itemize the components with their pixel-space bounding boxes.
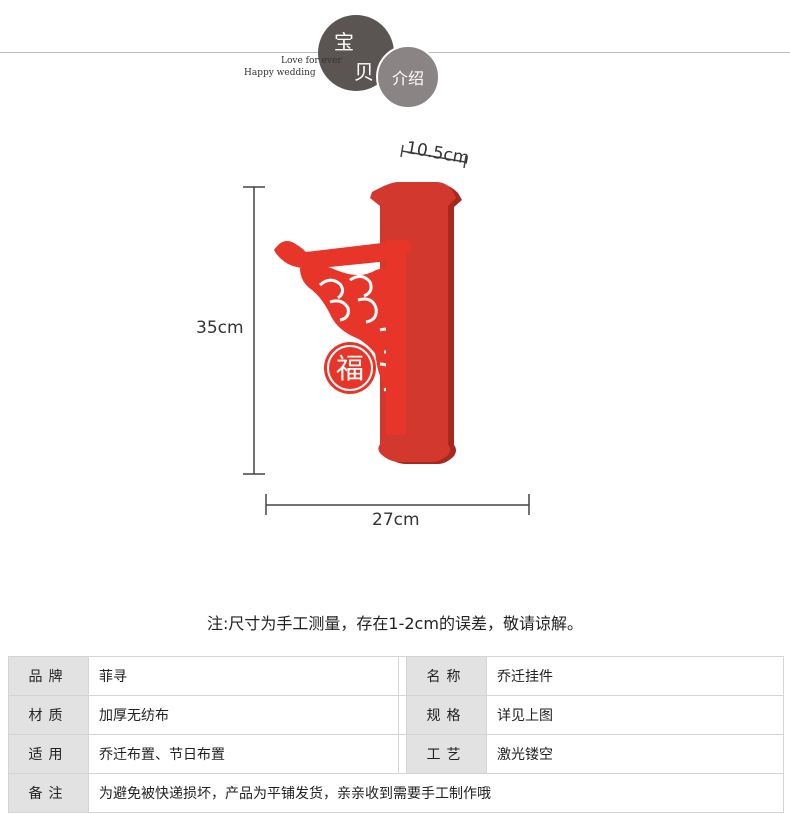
use-label: 适用 (8, 734, 89, 774)
measurement-note: 注:尺寸为手工测量，存在1-2cm的误差，敬请谅解。 (207, 614, 583, 633)
section-header: 宝 贝 介绍 Love for ever Happy wedding (0, 0, 790, 110)
brand-label: 品牌 (8, 656, 89, 696)
width-label: 27cm (372, 510, 420, 530)
slogan-line-2: Happy wedding (244, 68, 316, 78)
badge-char-1: 宝 (334, 30, 354, 54)
slogan-line-1: Love for ever (281, 56, 342, 66)
badge-circle-light: 介绍 (376, 45, 440, 109)
product-image: 福 (243, 144, 530, 515)
spec-gap (398, 695, 407, 735)
badge-char-2: 贝 (354, 60, 374, 84)
remark-value: 为避免被快递损坏，产品为平铺发货，亲亲收到需要手工制作哦 (88, 773, 784, 813)
size-value: 详见上图 (486, 695, 784, 735)
spec-table: 品牌 菲寻 名称 乔迁挂件 材质 加厚无纺布 规格 详见上图 适用 乔迁布置、节… (8, 656, 784, 813)
height-dimension-line (243, 186, 265, 475)
spec-row: 品牌 菲寻 名称 乔迁挂件 (8, 656, 784, 696)
material-value: 加厚无纺布 (88, 695, 399, 735)
use-value: 乔迁布置、节日布置 (88, 734, 399, 774)
spec-row: 备注 为避免被快递损坏，产品为平铺发货，亲亲收到需要手工制作哦 (8, 773, 784, 813)
spec-gap (398, 734, 407, 774)
craft-value: 激光镂空 (486, 734, 784, 774)
shelf-arm (274, 240, 412, 269)
size-label: 规格 (406, 695, 487, 735)
remark-label: 备注 (8, 773, 89, 813)
depth-dimension-line (400, 144, 467, 169)
bracket-stem (386, 240, 406, 435)
fu-character: 福 (336, 352, 364, 385)
brand-value: 菲寻 (88, 656, 399, 696)
fu-medallion (324, 342, 376, 394)
name-label: 名称 (406, 656, 487, 696)
width-dimension-line (265, 494, 530, 515)
material-label: 材质 (8, 695, 89, 735)
height-label: 35cm (196, 318, 244, 338)
craft-label: 工艺 (406, 734, 487, 774)
spec-row: 适用 乔迁布置、节日布置 工艺 激光镂空 (8, 734, 784, 774)
badge-subtitle: 介绍 (391, 69, 424, 88)
spec-gap (398, 656, 407, 696)
fu-medallion-ring (327, 345, 373, 391)
name-value: 乔迁挂件 (486, 656, 784, 696)
spec-row: 材质 加厚无纺布 规格 详见上图 (8, 695, 784, 735)
